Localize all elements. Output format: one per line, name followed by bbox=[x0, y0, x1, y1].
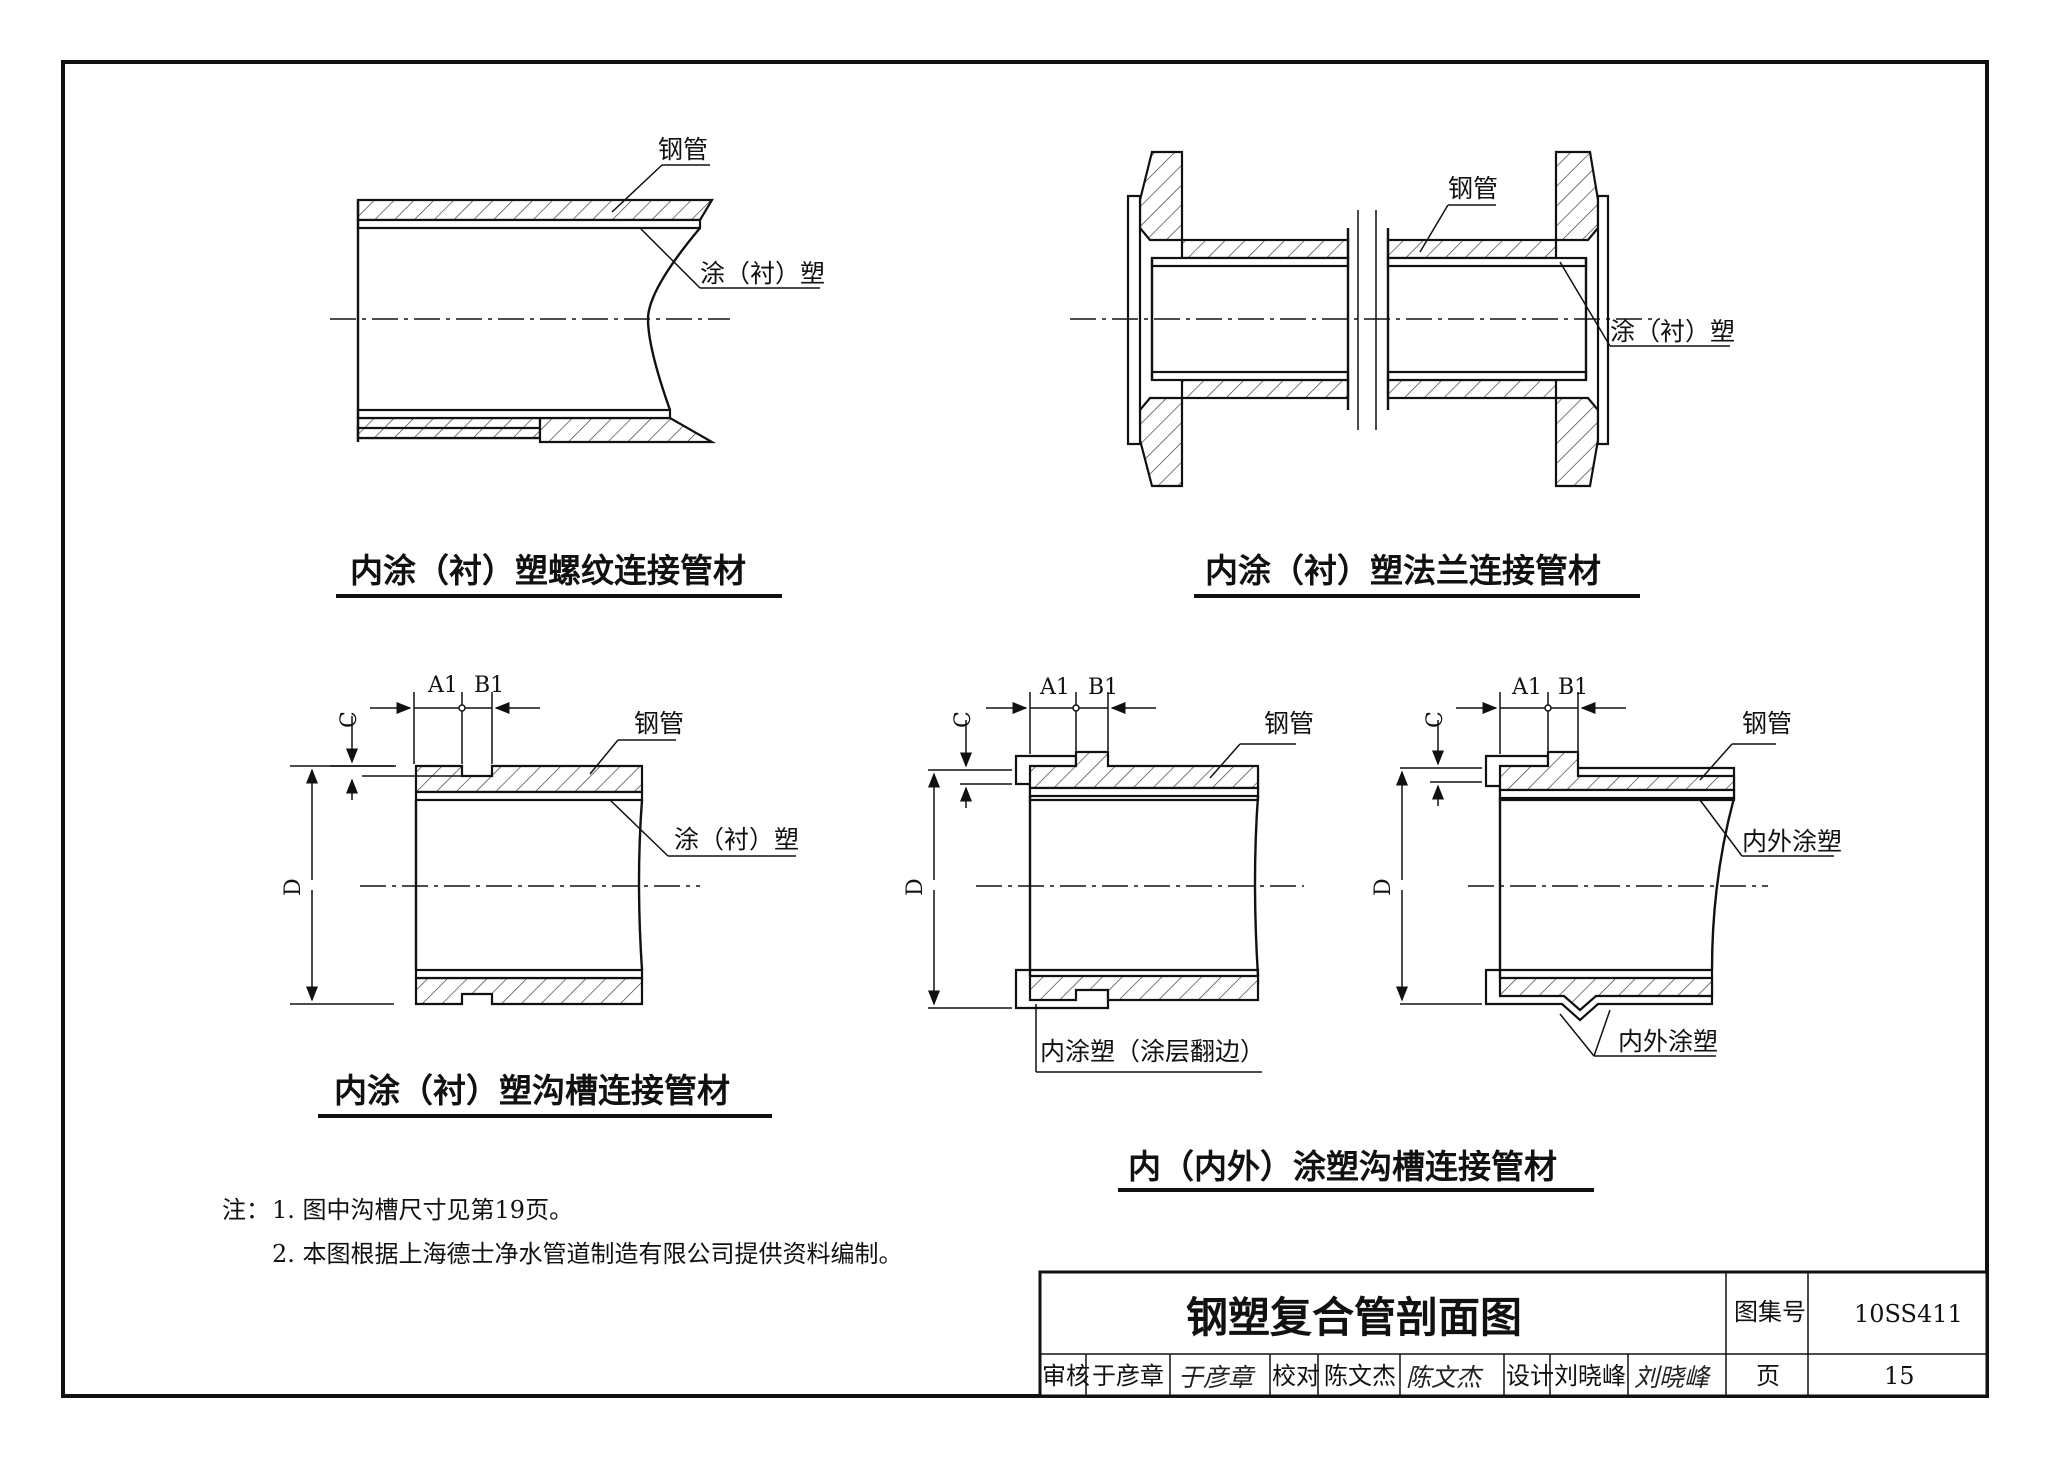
inout-coat-label: 内外涂塑 bbox=[1742, 827, 1842, 856]
checker-name: 陈文杰 bbox=[1324, 1362, 1396, 1390]
grooved-d-label: D bbox=[281, 878, 306, 896]
atlas-number: 10SS411 bbox=[1854, 1300, 1963, 1328]
design-label: 设计 bbox=[1506, 1362, 1554, 1390]
grooved-caption: 内涂（衬）塑沟槽连接管材 bbox=[334, 1071, 730, 1110]
grooved-coat-label: 涂（衬）塑 bbox=[674, 825, 799, 854]
inner-flip-b1-label: B1 bbox=[1088, 675, 1118, 700]
flanged-pipe-section bbox=[1070, 150, 1730, 488]
inner-flip-steel-label: 钢管 bbox=[1264, 709, 1314, 738]
threaded-pipe-section bbox=[330, 164, 820, 444]
reviewer-name: 于彦章 bbox=[1092, 1362, 1164, 1390]
inout-a1-label: A1 bbox=[1511, 675, 1542, 700]
drawing-title: 钢塑复合管剖面图 bbox=[1186, 1293, 1522, 1342]
threaded-caption: 内涂（衬）塑螺纹连接管材 bbox=[350, 551, 746, 590]
grooved-b1-label: B1 bbox=[474, 673, 504, 698]
title-block bbox=[1038, 1270, 1989, 1398]
inout-d-label: D bbox=[1371, 878, 1396, 896]
inout-steel-label: 钢管 bbox=[1742, 709, 1792, 738]
check-label: 校对 bbox=[1272, 1362, 1320, 1390]
grooved-pair-caption: 内（内外）涂塑沟槽连接管材 bbox=[1128, 1147, 1557, 1186]
grooved-inner-flip-section bbox=[928, 692, 1304, 1073]
flanged-caption: 内涂（衬）塑法兰连接管材 bbox=[1205, 551, 1601, 590]
grooved-steel-label: 钢管 bbox=[634, 709, 684, 738]
grooved-pipe-section bbox=[290, 692, 796, 1006]
drawing-frame bbox=[61, 60, 1989, 1398]
atlas-label: 图集号 bbox=[1734, 1298, 1806, 1326]
inner-flip-d-label: D bbox=[903, 878, 928, 896]
inner-flip-a1-label: A1 bbox=[1039, 675, 1070, 700]
grooved-inout-section bbox=[1396, 692, 1834, 1057]
inner-flip-c-label: C bbox=[951, 711, 976, 728]
grooved-c-label: C bbox=[337, 711, 362, 728]
inout-c-label: C bbox=[1423, 711, 1448, 728]
inout-b1-label: B1 bbox=[1558, 675, 1588, 700]
page-label: 页 bbox=[1756, 1362, 1780, 1390]
inout-coat-label-2: 内外涂塑 bbox=[1618, 1027, 1718, 1056]
note-item-1: 1. 图中沟槽尺寸见第19页。 bbox=[272, 1196, 573, 1224]
inner-flip-coat-label: 内涂塑（涂层翻边） bbox=[1040, 1037, 1265, 1066]
flanged-steel-label: 钢管 bbox=[1448, 174, 1498, 203]
note-item-2: 2. 本图根据上海德士净水管道制造有限公司提供资料编制。 bbox=[272, 1240, 903, 1268]
designer-signature: 刘晓峰 bbox=[1634, 1363, 1711, 1392]
review-label: 审核 bbox=[1042, 1362, 1090, 1390]
threaded-steel-label: 钢管 bbox=[658, 135, 708, 164]
page-number: 15 bbox=[1884, 1362, 1915, 1390]
designer-name: 刘晓峰 bbox=[1554, 1362, 1626, 1390]
notes-prefix: 注： bbox=[222, 1196, 270, 1224]
flanged-coat-label: 涂（衬）塑 bbox=[1610, 317, 1735, 346]
reviewer-signature: 于彦章 bbox=[1178, 1363, 1256, 1392]
grooved-a1-label: A1 bbox=[427, 673, 458, 698]
checker-signature: 陈文杰 bbox=[1406, 1363, 1484, 1392]
threaded-coat-label: 涂（衬）塑 bbox=[700, 259, 825, 288]
